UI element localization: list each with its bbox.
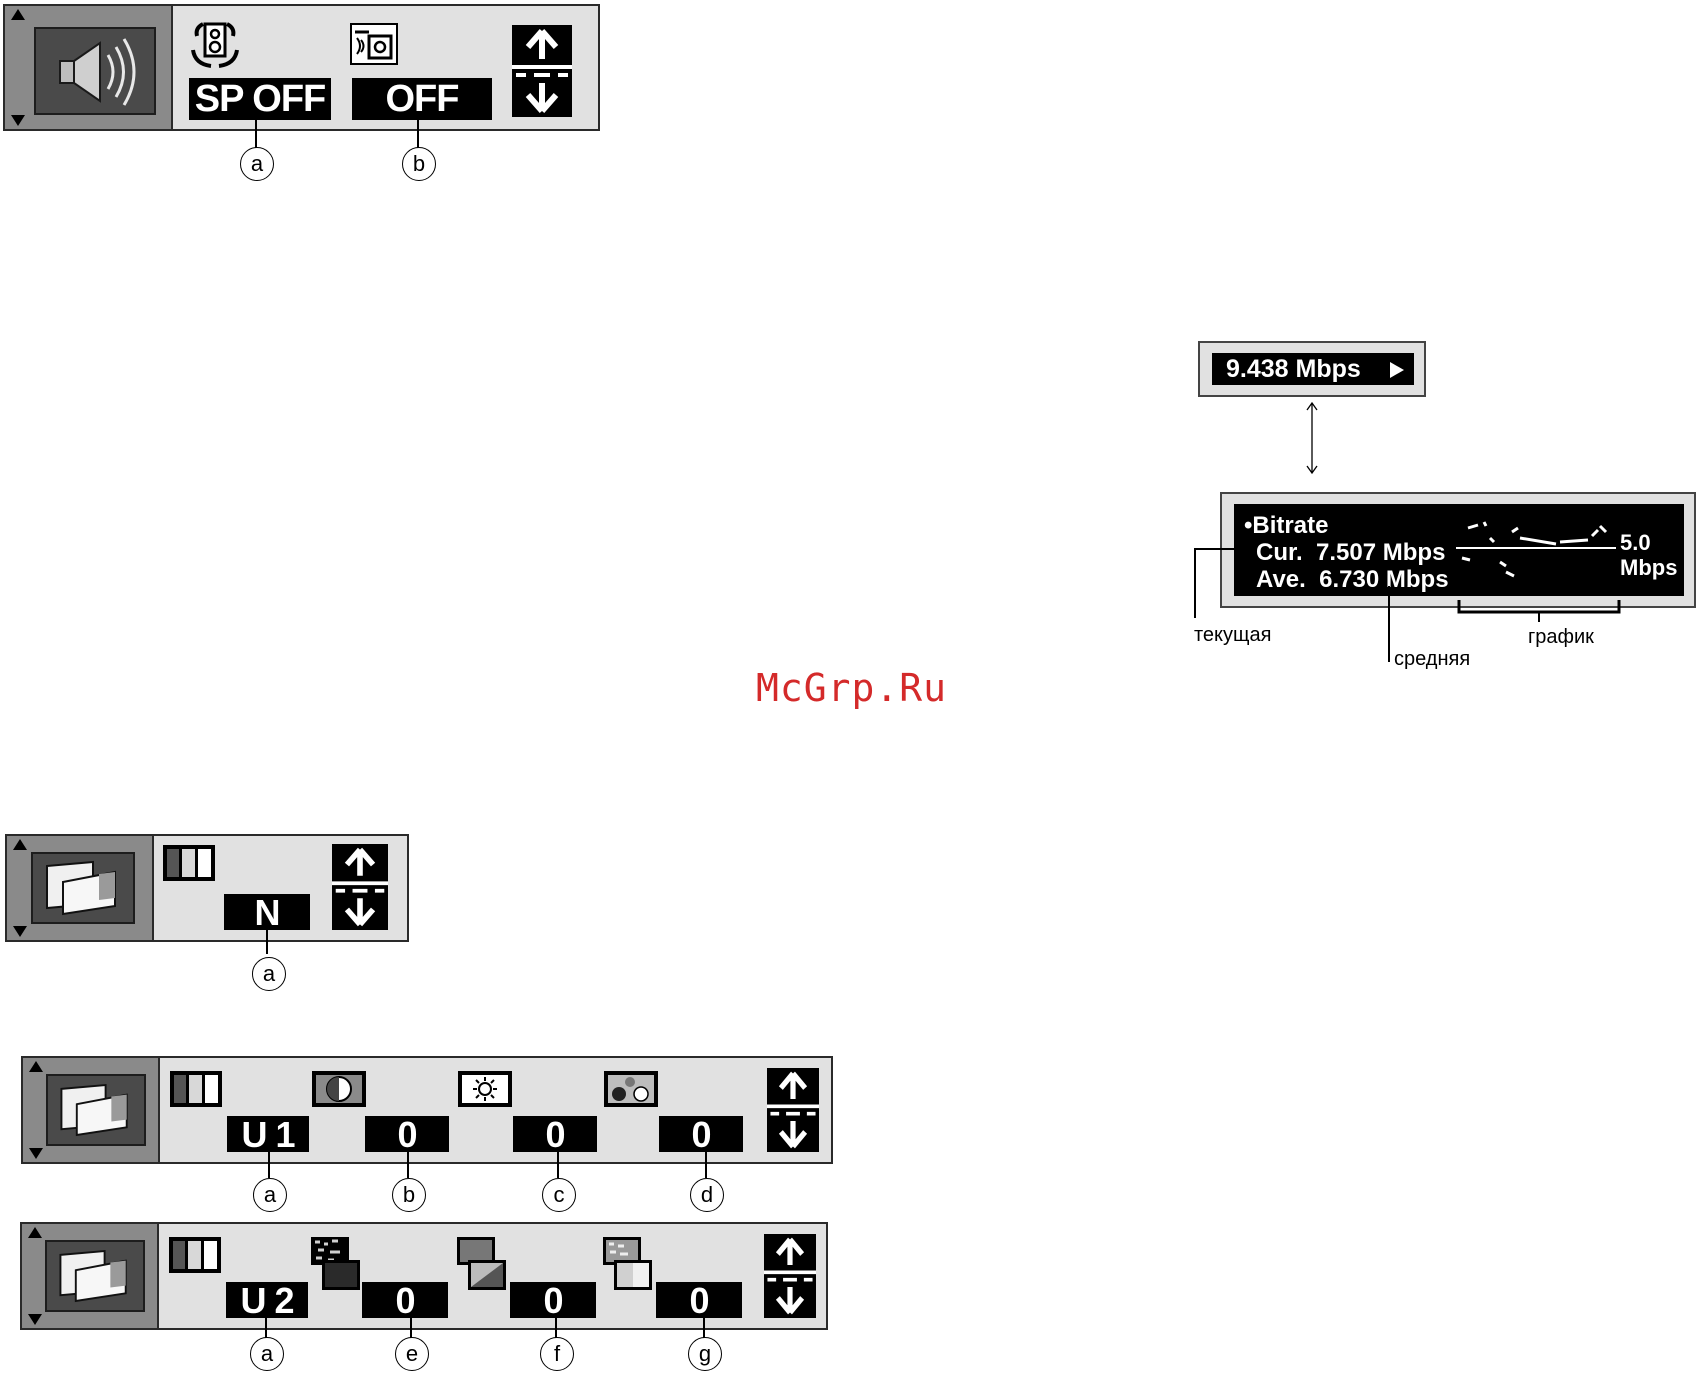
- speaker-icon: [34, 27, 156, 115]
- color-value[interactable]: 0: [659, 1116, 743, 1152]
- surround-icon: [349, 20, 401, 68]
- audio-callout-a: a: [240, 147, 274, 181]
- panel-u2-callout-f: f: [540, 1337, 574, 1371]
- picture-mode-value-u1[interactable]: U 1: [227, 1116, 309, 1152]
- play-arrow-icon: [1390, 362, 1404, 378]
- picture-panel-u2-side: [22, 1224, 159, 1328]
- panel-u1-callout-c: c: [542, 1178, 576, 1212]
- toggle-arrow-icon: [1302, 400, 1322, 476]
- cur-value: 7.507 Mbps: [1316, 539, 1445, 566]
- cur-label: Cur.: [1256, 539, 1303, 566]
- bitrate-summary-value: 9.438 Mbps: [1226, 353, 1361, 385]
- up-down-arrows-icon[interactable]: [332, 844, 388, 930]
- panel-u1-callout-b: b: [392, 1178, 426, 1212]
- average-leader: [1388, 586, 1390, 662]
- picture-panel-n-side: [7, 836, 154, 940]
- ave-label: Ave.: [1256, 566, 1306, 593]
- picture-mode-value-n[interactable]: N: [224, 894, 310, 930]
- picture-icon: [31, 852, 135, 924]
- scroll-up-icon[interactable]: [29, 1061, 43, 1072]
- label-average: средняя: [1394, 648, 1470, 671]
- brightness-icon: [457, 1070, 513, 1108]
- sharpness-value[interactable]: 0: [510, 1282, 596, 1318]
- up-down-arrows-icon[interactable]: [767, 1068, 819, 1152]
- scale-unit: Mbps: [1620, 555, 1677, 581]
- bitrate-summary-box[interactable]: 9.438 Mbps: [1198, 341, 1426, 397]
- bitrate-title-row: •Bitrate: [1244, 512, 1328, 540]
- contrast-value[interactable]: 0: [365, 1116, 449, 1152]
- callout-line-n-a: [266, 928, 268, 954]
- surround-value[interactable]: OFF: [352, 78, 492, 120]
- picture-mode-icon: [168, 1070, 224, 1108]
- scroll-down-icon[interactable]: [29, 1148, 43, 1159]
- audio-callout-b: b: [402, 147, 436, 181]
- bitrate-title: Bitrate: [1252, 512, 1328, 539]
- picture-panel-u1: U 1 0 0 0: [21, 1056, 833, 1164]
- callout-line-u1-a: [268, 1150, 270, 1178]
- current-leader-h: [1194, 548, 1242, 550]
- current-leader-v: [1194, 548, 1196, 618]
- audio-panel-side: [5, 6, 173, 129]
- panel-u1-callout-d: d: [690, 1178, 724, 1212]
- scroll-up-icon[interactable]: [13, 839, 27, 850]
- scroll-down-icon[interactable]: [13, 926, 27, 937]
- contrast-icon: [311, 1070, 367, 1108]
- detail-value[interactable]: 0: [656, 1282, 742, 1318]
- panel-u2-callout-e: e: [395, 1337, 429, 1371]
- scroll-up-icon[interactable]: [28, 1227, 42, 1238]
- label-graph: график: [1528, 626, 1594, 649]
- picture-icon: [46, 1074, 146, 1146]
- graph-bracket: [1456, 598, 1622, 624]
- audio-settings-panel: SP OFF OFF: [3, 4, 600, 131]
- panel-u2-callout-g: g: [688, 1337, 722, 1371]
- callout-line-u1-d: [705, 1150, 707, 1178]
- picture-mode-value-u2[interactable]: U 2: [226, 1282, 308, 1318]
- speaker-cycle-icon: [187, 20, 243, 70]
- color-icon: [603, 1070, 659, 1108]
- picture-icon: [45, 1240, 145, 1312]
- speaker-value[interactable]: SP OFF: [189, 78, 331, 120]
- scale-value: 5.0: [1620, 530, 1651, 556]
- bitrate-detail-box: •Bitrate Cur. 7.507 Mbps Ave. 6.730 Mbps…: [1220, 492, 1696, 608]
- up-down-arrows-icon[interactable]: [764, 1234, 816, 1318]
- ave-value: 6.730 Mbps: [1319, 566, 1448, 593]
- panel-u1-callout-a: a: [253, 1178, 287, 1212]
- cur-row: Cur. 7.507 Mbps: [1256, 539, 1445, 567]
- picture-panel-n: N: [5, 834, 409, 942]
- scroll-up-icon[interactable]: [11, 9, 25, 20]
- bitrate-graph: [1456, 516, 1616, 586]
- scroll-down-icon[interactable]: [11, 115, 25, 126]
- watermark: McGrp.Ru: [756, 666, 947, 710]
- callout-line-u1-c: [557, 1150, 559, 1178]
- picture-mode-icon: [167, 1236, 223, 1274]
- brightness-value[interactable]: 0: [513, 1116, 597, 1152]
- picture-mode-icon: [162, 844, 216, 882]
- callout-line-a: [255, 118, 257, 150]
- scroll-down-icon[interactable]: [28, 1314, 42, 1325]
- noise-reduction-icon: [310, 1236, 362, 1292]
- callout-line-b: [417, 118, 419, 150]
- picture-panel-u1-side: [23, 1058, 160, 1162]
- panel-n-callout-a: a: [252, 957, 286, 991]
- noise-value[interactable]: 0: [362, 1282, 448, 1318]
- label-current: текущая: [1194, 624, 1271, 647]
- callout-line-u1-b: [407, 1150, 409, 1178]
- panel-u2-callout-a: a: [250, 1337, 284, 1371]
- detail-icon: [602, 1236, 654, 1292]
- up-down-arrows-icon[interactable]: [512, 25, 572, 117]
- ave-row: Ave. 6.730 Mbps: [1256, 566, 1449, 594]
- picture-panel-u2: U 2 0 0 0: [20, 1222, 828, 1330]
- sharpness-icon: [456, 1236, 508, 1292]
- bitrate-summary: 9.438 Mbps: [1212, 353, 1414, 385]
